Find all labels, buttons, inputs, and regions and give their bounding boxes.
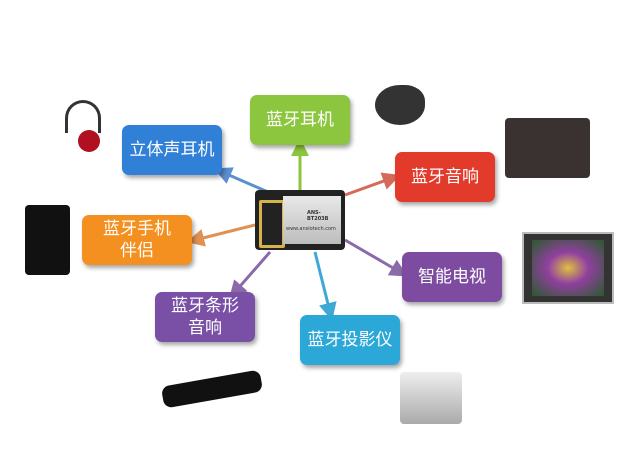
speaker-dock-image xyxy=(505,118,590,178)
module-website: www.ansiotech.com xyxy=(286,226,336,232)
ear-cup xyxy=(78,130,100,152)
node-smart-tv: 智能电视 xyxy=(402,252,502,302)
phone-companion-image xyxy=(25,205,70,275)
module-model: ANS-BT203B xyxy=(307,210,329,222)
headphones-image xyxy=(60,100,105,155)
node-phone-companion: 蓝牙手机 伴侣 xyxy=(82,215,192,265)
arrow-bt-speaker xyxy=(344,172,401,197)
arrow-projector xyxy=(313,251,337,321)
tv-image xyxy=(522,232,614,304)
node-stereo-headphones: 立体声耳机 xyxy=(122,125,222,175)
node-soundbar: 蓝牙条形 音响 xyxy=(155,292,255,342)
arrow-stereo-headphones xyxy=(213,167,269,194)
arrow-phone-companion xyxy=(186,223,256,247)
module-shield: ANS-BT203B www.ansiotech.com xyxy=(283,196,341,244)
bt-headset-image xyxy=(375,85,425,125)
projector-image xyxy=(400,372,462,424)
arrow-smart-tv xyxy=(344,238,408,277)
arrow-soundbar xyxy=(229,251,272,299)
node-bt-headset: 蓝牙耳机 xyxy=(250,95,350,145)
headband xyxy=(65,100,101,133)
node-projector: 蓝牙投影仪 xyxy=(300,315,400,365)
bluetooth-module: ANS-BT203B www.ansiotech.com xyxy=(255,190,345,250)
node-bt-speaker: 蓝牙音响 xyxy=(395,152,495,202)
tv-screen xyxy=(532,240,604,296)
antenna-icon xyxy=(259,200,285,248)
